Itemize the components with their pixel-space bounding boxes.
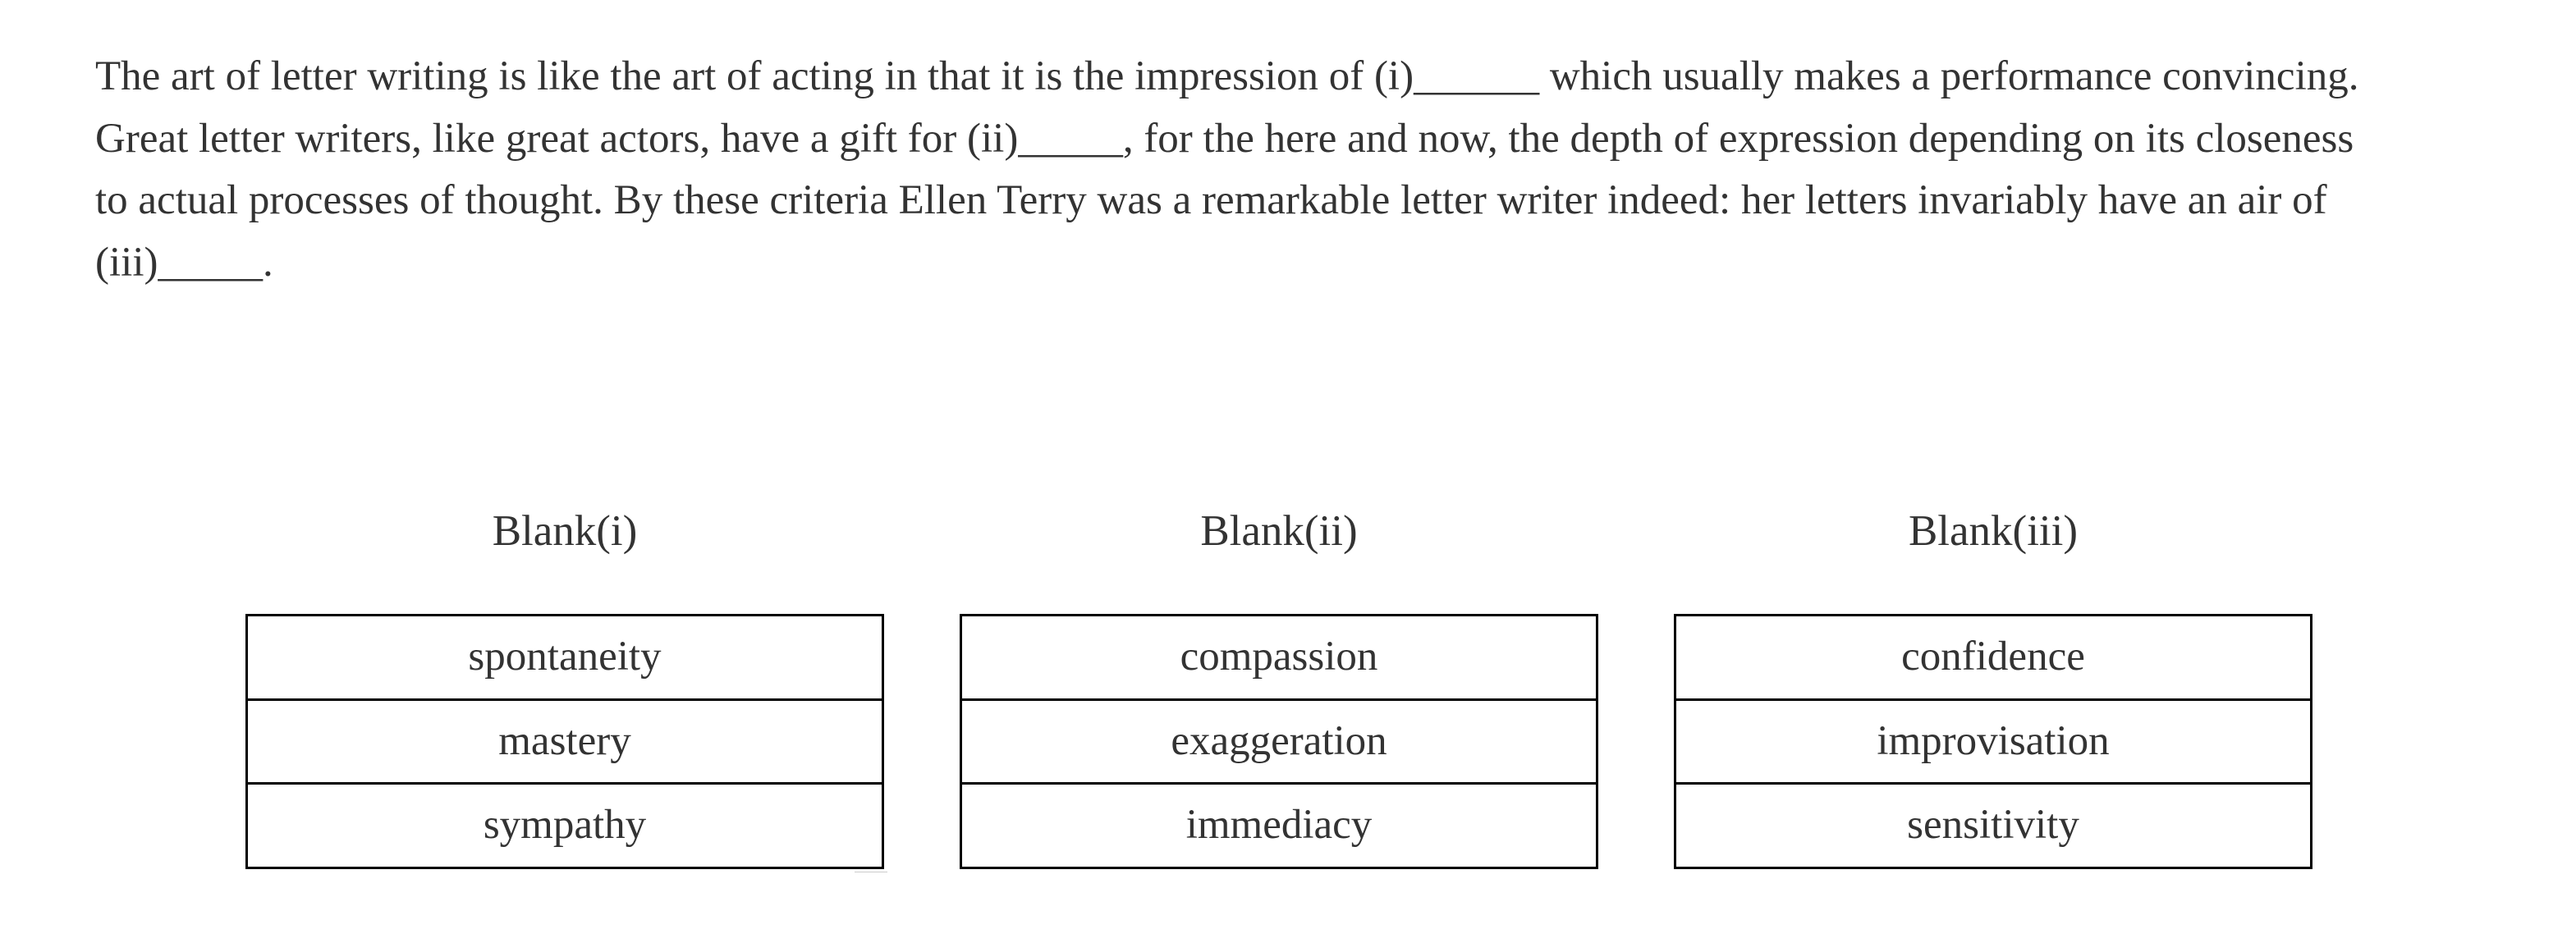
blank-iii-column: Blank(iii) confidence improvisation sens…	[1674, 502, 2312, 869]
blank-i-options: spontaneity mastery sympathy	[245, 614, 884, 869]
passage-line-1: The art of letter writing is like the ar…	[95, 53, 2359, 99]
blank-ii-heading: Blank(ii)	[1200, 507, 1358, 555]
option-confidence[interactable]: confidence	[1901, 633, 2085, 680]
blank-i-column: Blank(i) spontaneity mastery sympathy	[245, 502, 884, 869]
option-mastery[interactable]: mastery	[248, 698, 882, 783]
option-sympathy[interactable]: sympathy	[248, 782, 882, 867]
option-spontaneity[interactable]: spontaneity	[468, 633, 662, 680]
blank-iii-options: confidence improvisation sensitivity	[1674, 614, 2312, 869]
passage-line-2: Great letter writers, like great actors,…	[95, 115, 2354, 162]
passage-line-3: to actual processes of thought. By these…	[95, 177, 2327, 223]
question-passage: The art of letter writing is like the ar…	[95, 46, 2476, 294]
passage-line-4: (iii)_____.	[95, 239, 273, 286]
option-sensitivity[interactable]: sensitivity	[1676, 782, 2310, 867]
option-immediacy[interactable]: immediacy	[962, 782, 1596, 867]
option-exaggeration[interactable]: exaggeration	[962, 698, 1596, 783]
blank-ii-column: Blank(ii) compassion exaggeration immedi…	[960, 502, 1598, 869]
blank-i-heading: Blank(i)	[492, 507, 638, 555]
option-compassion[interactable]: compassion	[1180, 633, 1378, 680]
blank-ii-options: compassion exaggeration immediacy	[960, 614, 1598, 869]
option-improvisation[interactable]: improvisation	[1676, 698, 2310, 783]
blank-iii-heading: Blank(iii)	[1908, 507, 2079, 555]
